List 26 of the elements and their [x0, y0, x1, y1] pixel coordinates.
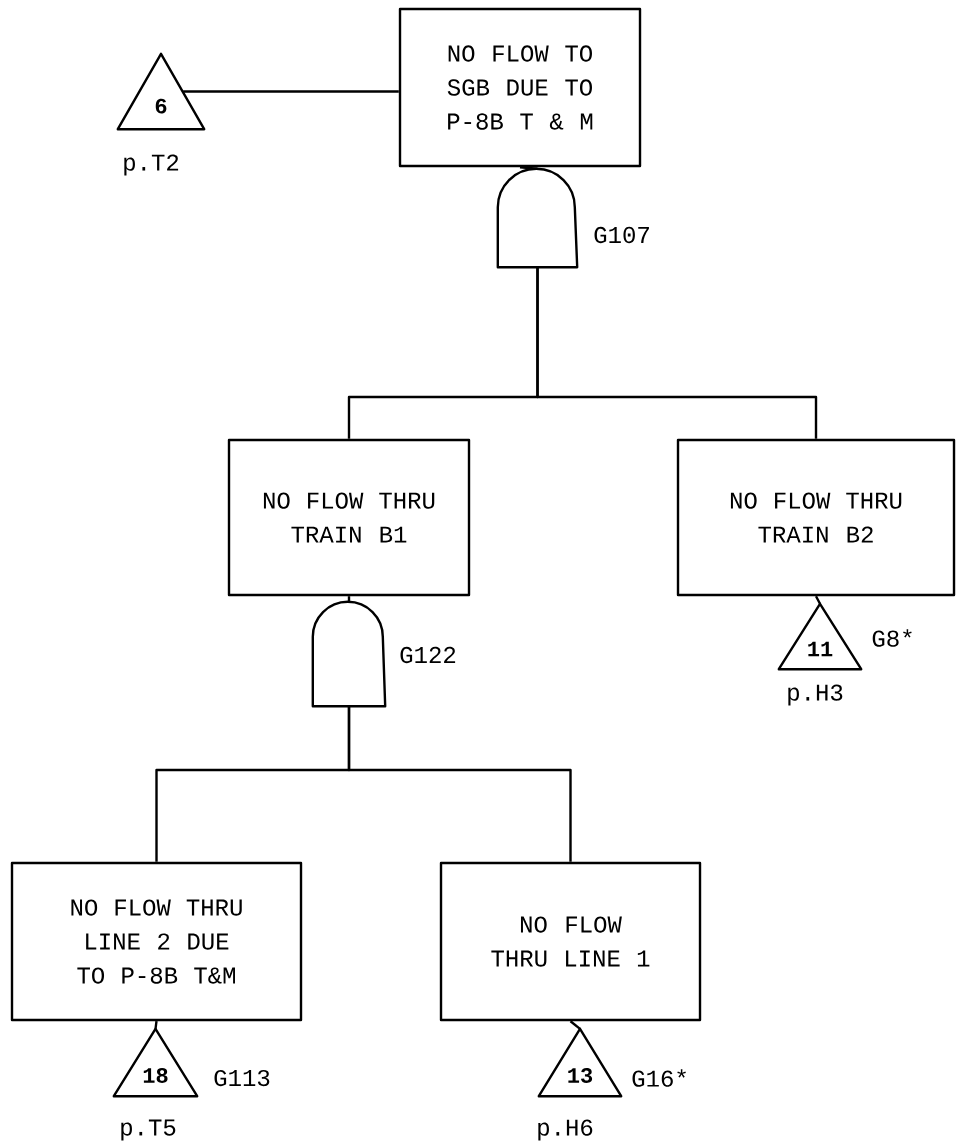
connector-line [347, 706, 572, 862]
event-box: NO FLOW THRU TRAIN B1 [227, 438, 471, 597]
gate-label: G107 [594, 226, 649, 244]
gate-label: p.H6 [538, 1119, 593, 1141]
connector-line [519, 166, 538, 170]
event-box: NO FLOW TO SGB DUE TO P-8B T & M [398, 7, 642, 168]
gate-label: G16* [632, 1069, 686, 1087]
gate-label: p.H3 [788, 684, 843, 706]
event-box: NO FLOW THRU LINE 1 [439, 861, 702, 1022]
transfer-triangle: 13 [537, 1027, 623, 1098]
transfer-triangle: 6 [116, 52, 206, 131]
connector-line [347, 596, 351, 602]
gate-label: G122 [400, 646, 456, 664]
gate-label: G113 [214, 1069, 270, 1087]
transfer-triangle: 11 [777, 602, 863, 671]
connector-line [183, 90, 399, 93]
transfer-triangle: 18 [112, 1027, 199, 1098]
connector-line [569, 1020, 581, 1030]
event-box: NO FLOW THRU TRAIN B2 [676, 438, 956, 597]
gate-label: p.T5 [121, 1119, 176, 1141]
connector-line [536, 267, 818, 439]
gate-label: G8* [872, 629, 912, 647]
connector-line [814, 595, 822, 605]
connector-line [154, 1021, 158, 1029]
gate-label: p.T2 [124, 154, 179, 176]
event-box: NO FLOW THRU LINE 2 DUE TO P-8B T&M [10, 861, 303, 1022]
